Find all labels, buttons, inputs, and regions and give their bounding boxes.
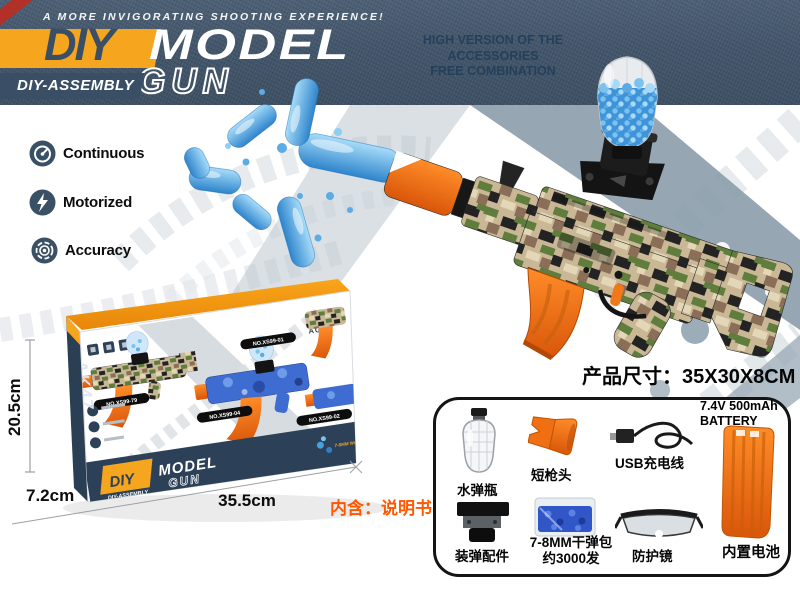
dim-depth-label: 7.2cm — [26, 486, 74, 505]
dim-height-label: 20.5cm — [5, 378, 24, 436]
usb-label: USB充电线 — [615, 456, 685, 471]
lightning-icon — [29, 189, 56, 216]
box-dimensions: 20.5cm 7.2cm 35.5cm — [5, 339, 363, 525]
muzzle-label: 短枪头 — [531, 468, 572, 483]
bullet-pack-icon — [534, 497, 596, 537]
water-bead-bottle-icon — [462, 408, 496, 473]
product-size-text: 产品尺寸：35X30X8CM — [582, 366, 796, 388]
includes-note: 内含：说明书 — [330, 499, 432, 518]
box-bottom-bar: DIY MODEL GUN DIY-ASSEMBLY 7-8MM WATER B… — [84, 420, 356, 502]
battery-spec-line2: BATTERY — [700, 414, 758, 428]
high-version-line2: FREE COMBINATION — [430, 64, 556, 79]
logo-model: MODEL — [149, 21, 351, 69]
logo-gun-text: GUN — [138, 62, 234, 101]
battery-spec-line1: 7.4V 500mAh — [700, 399, 778, 413]
usb-cable-icon — [610, 421, 694, 449]
gauge-icon — [29, 140, 56, 167]
box-logo-diy: DIY — [108, 470, 137, 491]
dim-width-label: 35.5cm — [218, 491, 276, 510]
splash-droplets — [225, 89, 353, 242]
loader-label: 装弹配件 — [455, 549, 509, 564]
feature-label: Continuous — [63, 145, 145, 162]
gun-stock — [710, 250, 793, 357]
feature-label: Motorized — [63, 194, 133, 211]
battery-label: 内置电池 — [722, 545, 780, 561]
feature-accuracy: Accuracy — [31, 237, 131, 264]
box-front-art: 14+ AGES — [80, 291, 356, 502]
box-logo-gun: GUN — [167, 472, 201, 491]
box-side-face — [66, 316, 88, 502]
box-gun-camo — [80, 331, 198, 428]
goggles-icon — [615, 509, 703, 538]
logo-diy: DIY — [44, 19, 115, 70]
box-gun-partial-top — [304, 306, 346, 359]
logo-gun: GUN — [137, 61, 234, 102]
model-label-1: NO.XS99-79 — [106, 398, 138, 409]
battery-spec: 7.4V 500mAh BATTERY — [700, 399, 778, 429]
product-box: 14+ AGES — [5, 279, 387, 525]
model-label-3: NO.XS99-04 — [209, 410, 242, 421]
bottle-label: 水弹瓶 — [457, 483, 498, 498]
model-label-4: NO.XS99-02 — [309, 414, 341, 425]
box-gun-blue — [194, 335, 310, 444]
assembly-label: DIY-ASSEMBLY — [17, 77, 135, 94]
model-label-2: NO.XS99-01 — [253, 337, 285, 348]
feature-continuous: Continuous — [29, 140, 145, 167]
pack-label-line2: 约3000发 — [542, 551, 600, 566]
feature-motorized: Motorized — [29, 189, 132, 216]
loading-part-icon — [457, 502, 509, 542]
gun-magazine — [522, 267, 585, 361]
banner-right-text: HIGH VERSION OF THE ACCESSORIES FREE COM… — [383, 33, 603, 80]
high-version-line1: HIGH VERSION OF THE ACCESSORIES — [422, 33, 564, 63]
banner-tagline: A MORE INVIGORATING SHOOTING EXPERIENCE! — [43, 11, 385, 23]
battery-icon — [721, 425, 775, 539]
splash-burst — [183, 78, 402, 268]
gun-front-sight — [499, 160, 525, 189]
short-muzzle-icon — [528, 416, 578, 456]
box-model-labels: NO.XS99-79 NO.XS99-01 NO.XS99-04 NO.XS99… — [93, 332, 352, 426]
box-feature-list — [87, 402, 126, 449]
target-icon — [31, 237, 58, 264]
pack-label-line1: 7-8MM干弹包 — [529, 535, 613, 550]
goggles-label: 防护镜 — [632, 549, 673, 564]
gel-ball-hopper-bottle — [597, 56, 658, 159]
feature-label: Accuracy — [65, 242, 131, 259]
gel-blaster-gun — [383, 56, 793, 361]
gun-trigger — [610, 283, 624, 307]
box-gun-partial-bottom — [304, 383, 356, 410]
gun-trigger-guard — [597, 289, 647, 319]
top-banner: A MORE INVIGORATING SHOOTING EXPERIENCE!… — [0, 0, 800, 105]
box-top-face — [66, 279, 350, 330]
